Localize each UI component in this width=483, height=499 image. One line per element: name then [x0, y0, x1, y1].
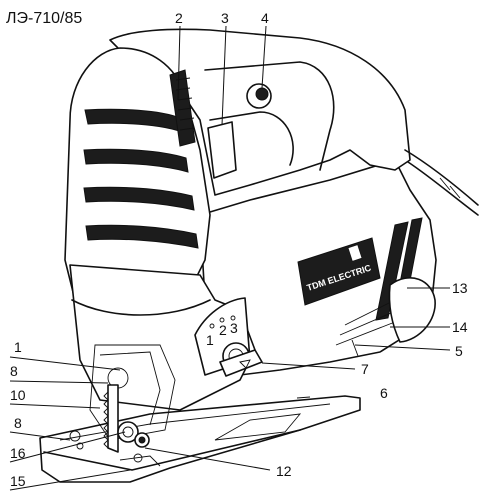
callout-5: 5: [455, 343, 463, 359]
leader-lines: [9, 25, 451, 491]
callout-15: 15: [10, 473, 26, 489]
callout-11: 10: [10, 387, 26, 403]
speed-mark-3: 3: [230, 320, 238, 336]
callout-numbers: 2 3 4 13 14 5 7 6 1 8 10 8 16 15 12: [10, 10, 468, 489]
bevel-adjust-lever: [219, 342, 263, 377]
callout-8: 8: [14, 415, 22, 431]
blade-guide-roller: [117, 421, 150, 448]
callout-10: 8: [10, 363, 18, 379]
callout-3: 3: [221, 10, 229, 26]
front-nose: [64, 47, 211, 321]
callout-14: 14: [452, 319, 468, 335]
speed-mark-1: 1: [206, 332, 214, 348]
callout-2: 2: [175, 10, 183, 26]
callout-7: 7: [361, 361, 369, 377]
model-title: ЛЭ-710/85: [6, 10, 83, 27]
base-plate: [39, 395, 361, 483]
saw-blade: [103, 384, 119, 453]
callout-13: 13: [452, 280, 468, 296]
callout-4: 4: [261, 10, 269, 26]
callout-16: 16: [10, 445, 26, 461]
callout-1: 1: [14, 339, 22, 355]
callout-6: 6: [380, 385, 388, 401]
callout-12: 12: [276, 463, 292, 479]
speed-mark-2: 2: [219, 322, 227, 338]
